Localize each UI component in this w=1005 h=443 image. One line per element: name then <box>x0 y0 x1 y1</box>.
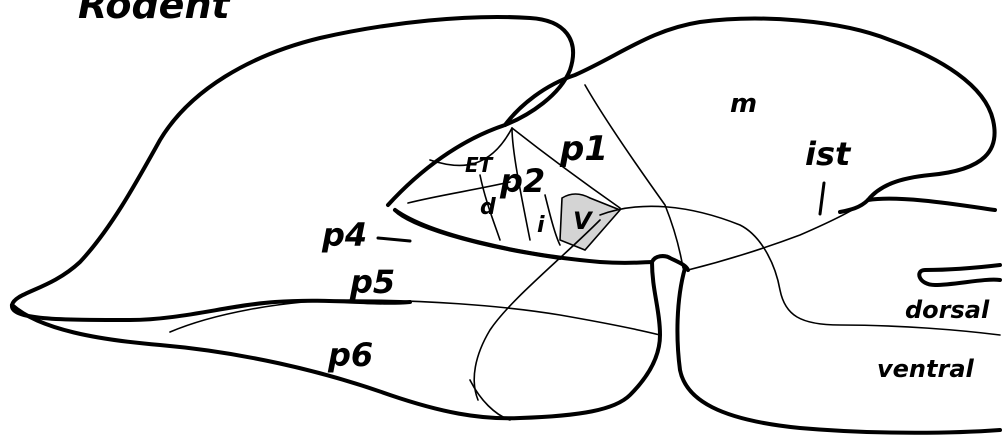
i-region-boundary <box>545 195 560 245</box>
p1-m-boundary <box>585 85 683 268</box>
label-p6: p6 <box>327 336 373 374</box>
label-v: V <box>573 207 594 235</box>
label-i: i <box>537 213 545 238</box>
hindbrain-tail <box>919 265 1000 285</box>
hindbrain-lower <box>677 268 1000 433</box>
label-p1: p1 <box>559 129 608 169</box>
label-ventral: ventral <box>877 355 975 383</box>
label-m: m <box>730 89 757 119</box>
label-p5: p5 <box>349 263 395 301</box>
label-p2: p2 <box>499 162 545 200</box>
hindbrain-upper <box>868 199 995 210</box>
p4-pointer <box>378 238 410 241</box>
p5-lower-line <box>395 210 560 258</box>
label-d: d <box>480 195 496 220</box>
label-p4: p4 <box>321 216 367 254</box>
label-dorsal: dorsal <box>905 296 990 324</box>
title-text: Rodent <box>78 0 232 27</box>
label-et: ET <box>465 153 494 177</box>
ist-pointer <box>820 183 824 214</box>
p6-bottom-line <box>470 380 510 420</box>
label-ist: ist <box>805 135 852 173</box>
